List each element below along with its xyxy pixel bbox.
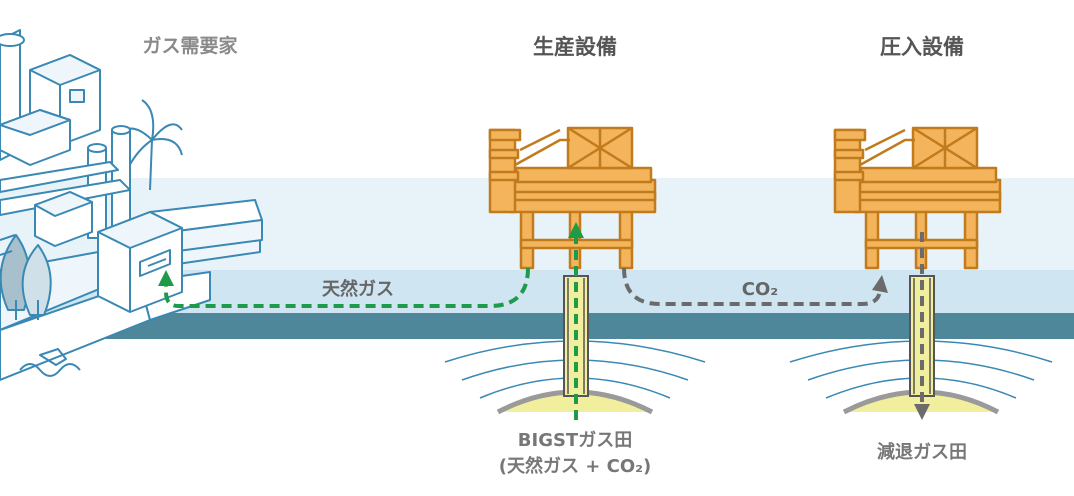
gas-flow-label: 天然ガス xyxy=(322,278,394,300)
gas-rising-arrowhead xyxy=(568,222,584,238)
co2-flow-label: CO₂ xyxy=(742,279,778,300)
co2-flow-arrow xyxy=(622,267,882,306)
injection-label: 圧入設備 xyxy=(880,35,964,59)
production-label: 生産設備 xyxy=(533,35,617,59)
gas-flow-arrowhead xyxy=(158,270,174,286)
bigst-field-label: BIGSTガス田 xyxy=(518,430,632,451)
bigst-field-sublabel: (天然ガス + CO₂) xyxy=(499,455,651,477)
gas-flow-arrow xyxy=(164,267,530,308)
co2-flow-arrowhead xyxy=(872,275,888,293)
industrial-city-illustration xyxy=(0,29,263,381)
seabed xyxy=(0,313,1074,339)
consumer-label: ガス需要家 xyxy=(142,34,238,57)
depleted-field-label: 減退ガス田 xyxy=(877,441,967,463)
co2-injection-arrowhead xyxy=(914,404,930,420)
production-platform-icon xyxy=(488,126,657,270)
